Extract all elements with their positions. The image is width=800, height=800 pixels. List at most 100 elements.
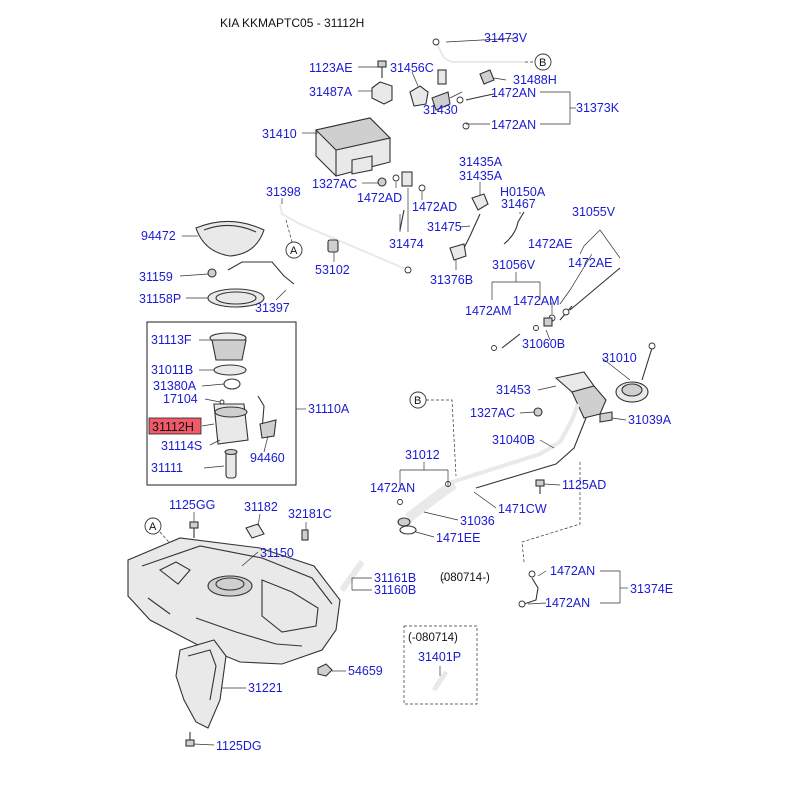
- leader-lines: [179, 37, 631, 746]
- label-1327ac-a: 1327AC: [312, 177, 357, 191]
- label-1472an-a: 1472AN: [491, 86, 536, 100]
- label-31111: 31111: [151, 461, 183, 475]
- label-31039a: 31039A: [628, 413, 672, 427]
- fuel-tank-31150: [127, 537, 341, 665]
- highlight-label: 31112H: [152, 420, 194, 434]
- label-31114s: 31114S: [161, 439, 202, 453]
- label-31113f: 31113F: [151, 333, 192, 347]
- label-1472an-d: 1472AN: [550, 564, 595, 578]
- ref-circle-a-bottom: A: [144, 517, 162, 535]
- label-32181c: 32181C: [288, 507, 332, 521]
- bolt-1125ad: [535, 479, 545, 494]
- label-1472ad-b: 1472AD: [412, 200, 457, 214]
- bolt-1125dg: [185, 732, 195, 747]
- filler-neck-31040b: [451, 371, 613, 489]
- valve-32181c: [301, 529, 309, 541]
- label-31488h: 31488H: [513, 73, 557, 87]
- highlight-31112h[interactable]: 31112H: [148, 417, 202, 435]
- label-31376b: 31376B: [430, 273, 473, 287]
- label-31397: 31397: [255, 301, 290, 315]
- part-labels: 31473V 1123AE 31456C 31488H 31487A 1472A…: [139, 31, 673, 753]
- label-31161b: 31161B: [374, 571, 416, 585]
- label-94472: 94472: [141, 229, 176, 243]
- valve-31456c: [409, 69, 451, 111]
- label-1125ad: 1125AD: [562, 478, 606, 492]
- label-1471ee: 1471EE: [436, 531, 480, 545]
- connector-31435a: [471, 193, 489, 211]
- svg-text:A: A: [149, 521, 157, 533]
- label-31467: 31467: [501, 197, 536, 211]
- label-1472am-a: 1472AM: [513, 294, 560, 308]
- nut-54659: [317, 663, 333, 677]
- label-minus-080714: (-080714): [408, 632, 458, 644]
- label-31453: 31453: [496, 383, 531, 397]
- label-31012: 31012: [405, 448, 440, 462]
- bolt-1123ae: [377, 60, 387, 78]
- nut-1327ac-top: [377, 177, 387, 187]
- pump-module-parts: [209, 332, 277, 479]
- svg-text:A: A: [290, 245, 298, 257]
- pipe-31161b: [339, 560, 365, 592]
- tubes-31055v: [491, 267, 621, 351]
- bracket-31487a: [371, 81, 393, 105]
- pad-31182: [245, 523, 265, 539]
- label-31040b: 31040B: [492, 433, 535, 447]
- pump-module-box: [146, 321, 297, 486]
- diagram-title: KIA KKMAPTC05 - 31112H: [220, 16, 364, 30]
- label-1472ae-a: 1472AE: [528, 237, 572, 251]
- hoses-31374e: [518, 570, 539, 608]
- svg-text:B: B: [414, 395, 421, 407]
- grommet-53102: [327, 239, 339, 253]
- ref-circle-a-top: A: [285, 241, 303, 259]
- label-1123ae: 1123AE: [309, 61, 353, 75]
- hose-31475: [449, 213, 481, 261]
- label-53102: 53102: [315, 263, 350, 277]
- label-31475: 31475: [427, 220, 462, 234]
- fuel-cap-31010: [615, 342, 656, 403]
- tube-31398: [279, 203, 412, 274]
- label-31182: 31182: [244, 500, 278, 514]
- wire-31397: [207, 261, 295, 285]
- label-31398: 31398: [266, 185, 301, 199]
- label-31380a: 31380A: [153, 379, 197, 393]
- svg-text:B: B: [539, 57, 546, 69]
- tube-31467: [503, 211, 525, 245]
- label-31474: 31474: [389, 237, 424, 251]
- label-31401p: 31401P: [418, 650, 461, 664]
- box-31401p: [403, 625, 478, 705]
- ref-circle-b-top: B: [534, 53, 552, 71]
- label-17104: 17104: [163, 392, 198, 406]
- label-31036: 31036: [460, 514, 495, 528]
- heat-shield-31221: [175, 639, 227, 729]
- label-1471cw: 1471CW: [498, 502, 547, 516]
- label-31487a: 31487A: [309, 85, 353, 99]
- label-31221: 31221: [248, 681, 283, 695]
- label-31435a-a: 31435A: [459, 155, 503, 169]
- label-1125gg: 1125GG: [169, 498, 215, 512]
- label-31110a: 31110A: [308, 402, 350, 416]
- label-31159: 31159: [139, 270, 173, 284]
- label-1472an-e: 1472AN: [545, 596, 590, 610]
- clamp-1471ee: [399, 525, 417, 535]
- label-31374e: 31374E: [630, 582, 673, 596]
- label-1472am-b: 1472AM: [465, 304, 512, 318]
- hose-clamps-top: [456, 93, 495, 130]
- label-1125dg: 1125DG: [216, 739, 262, 753]
- label-31056v: 31056V: [492, 258, 536, 272]
- label-31473v: 31473V: [484, 31, 528, 45]
- label-31010: 31010: [602, 351, 637, 365]
- label-31435a-b: 31435A: [459, 169, 503, 183]
- nut-1327ac-right: [533, 407, 543, 417]
- cover-94472: [195, 220, 265, 257]
- label-31158p: 31158P: [139, 292, 181, 306]
- label-31150: 31150: [260, 546, 294, 560]
- label-94460: 94460: [250, 451, 285, 465]
- label-31011b: 31011B: [151, 363, 193, 377]
- label-31373k: 31373K: [576, 101, 620, 115]
- ref-circle-b-mid: B: [409, 391, 427, 409]
- label-31430: 31430: [423, 103, 458, 117]
- label-h0150a: H0150A: [500, 185, 546, 199]
- label-31160b: 31160B: [374, 583, 416, 597]
- label-31060b: 31060B: [522, 337, 565, 351]
